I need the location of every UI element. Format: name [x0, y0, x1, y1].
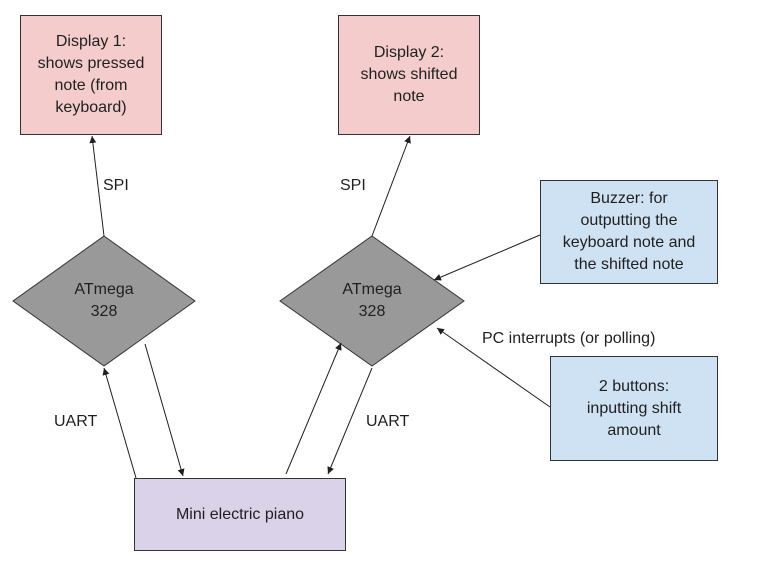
edge-uart-left-up: [102, 367, 137, 479]
edge-buzzer: [433, 234, 541, 281]
piano-text: Mini electric piano: [175, 505, 305, 523]
piano-node: Mini electric piano: [134, 478, 346, 551]
mcu-right-diamond: [279, 235, 465, 367]
pc-interrupts-label: PC interrupts (or polling): [482, 330, 656, 347]
buttons-node: 2 buttons: inputting shift amount: [550, 356, 718, 461]
edge-uart-right-up: [285, 342, 342, 475]
buzzer-node: Buzzer: for outputting the keyboard note…: [540, 180, 718, 284]
mcu-right-text: ATmega 328: [342, 281, 402, 320]
buzzer-text: Buzzer: for outputting the keyboard note…: [562, 190, 696, 273]
mcu-left-text: ATmega 328: [74, 281, 134, 320]
uart-left-label: UART: [54, 413, 98, 430]
edge-buttons: [436, 327, 551, 408]
mcu-left-diamond: [12, 235, 196, 367]
spi-left-label: SPI: [103, 177, 129, 194]
display-2-text: Display 2: shows shifted note: [360, 44, 458, 105]
display-2-node: Display 2: shows shifted note: [338, 15, 480, 135]
edge-uart-left-down: [144, 343, 185, 477]
edge-uart-right-down: [327, 367, 373, 475]
uart-right-label: UART: [366, 413, 410, 430]
edge-spi-right: [371, 135, 411, 237]
display-1-text: Display 1: shows pressed note (from keyb…: [37, 33, 145, 116]
edge-spi-left: [89, 135, 105, 237]
spi-right-label: SPI: [340, 177, 366, 194]
buttons-text: 2 buttons: inputting shift amount: [586, 377, 682, 439]
display-1-node: Display 1: shows pressed note (from keyb…: [20, 15, 162, 135]
